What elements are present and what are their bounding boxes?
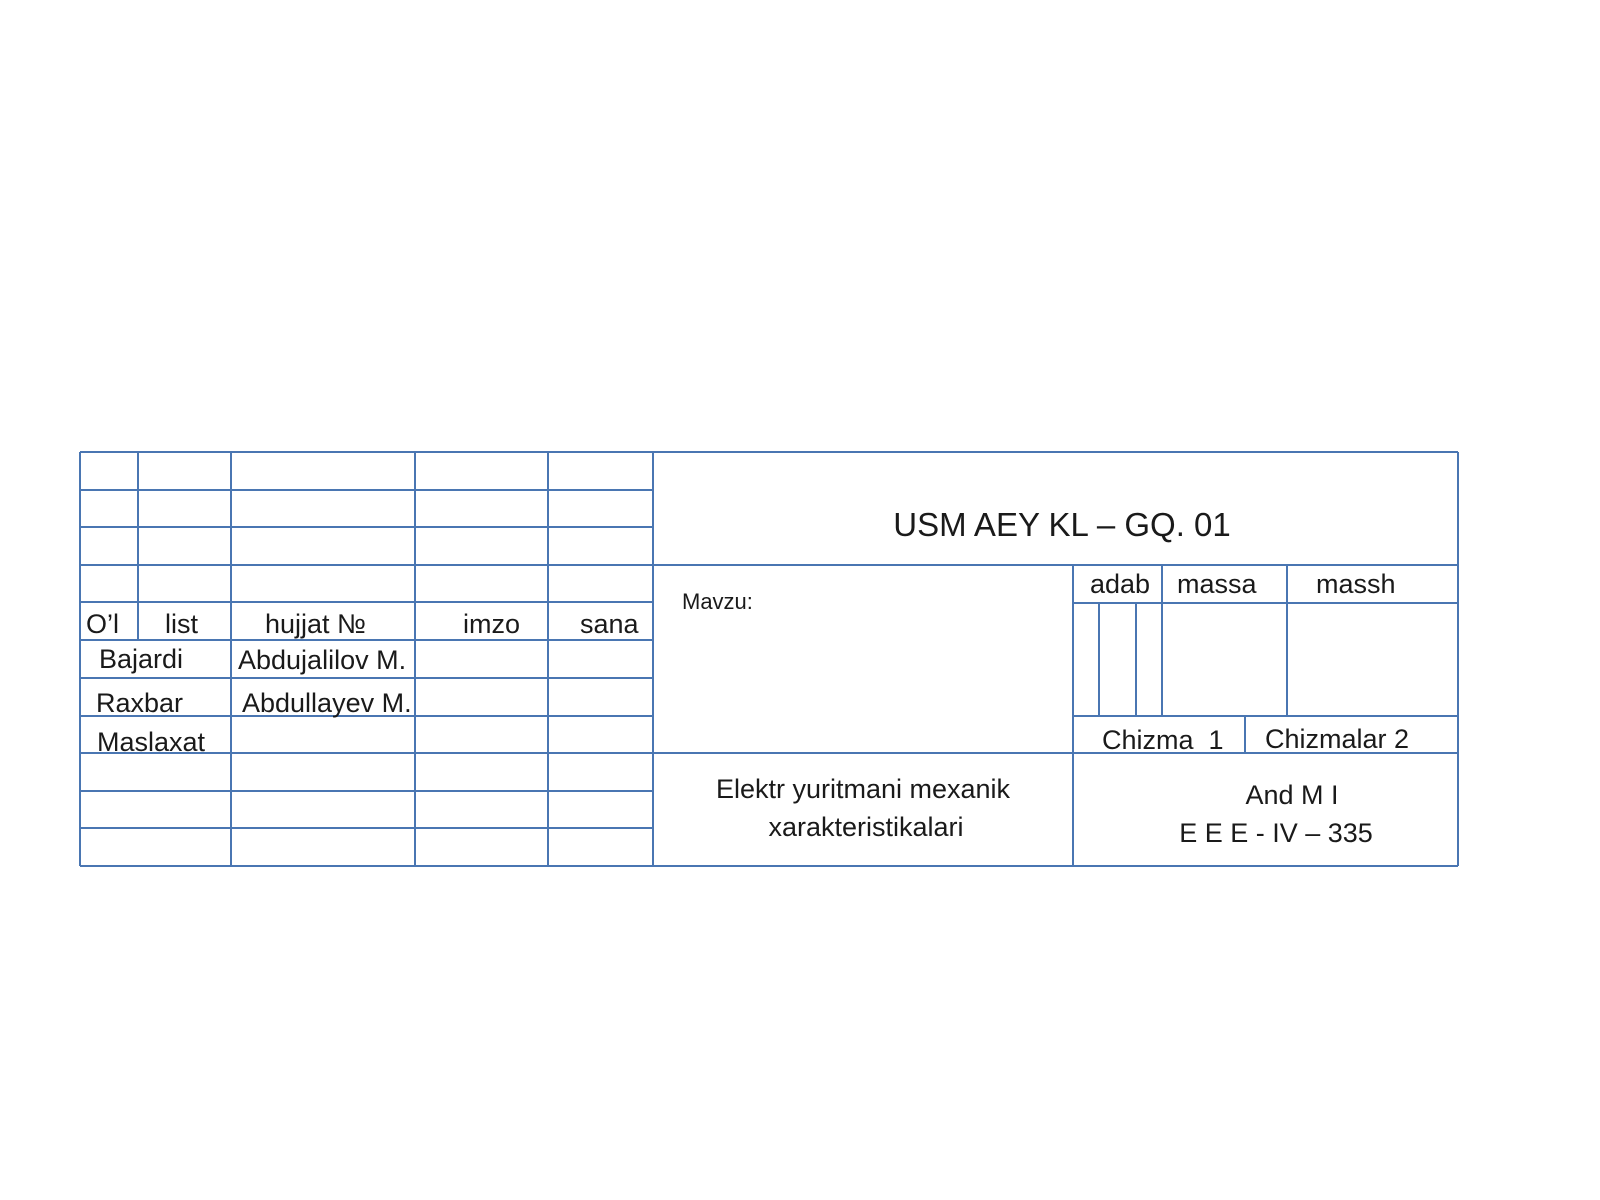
topic-line-1: Elektr yuritmani mexanik	[716, 774, 1011, 804]
title-block-grid	[79, 451, 1459, 867]
topic-line-2: xarakteristikalari	[768, 812, 963, 842]
header-signature: imzo	[463, 609, 520, 639]
signature-name-supervisor: Abdullayev M.	[242, 688, 412, 718]
signature-role-supervisor: Raxbar	[96, 688, 183, 718]
topic-label: Mavzu:	[682, 589, 753, 614]
sheet-count: Chizmalar 2	[1265, 724, 1409, 754]
header-document-number: hujjat №	[265, 609, 366, 639]
organization-line-1: And M I	[1245, 780, 1338, 810]
drawing-code: USM AEY KL – GQ. 01	[893, 506, 1231, 543]
signature-role-performed: Bajardi	[99, 644, 183, 674]
organization-line-2: E E E - IV – 335	[1179, 818, 1373, 848]
signature-name-performed: Abdujalilov M.	[238, 645, 406, 675]
header-list: list	[165, 609, 198, 639]
stage-header: adab	[1090, 569, 1150, 599]
scale-header: massh	[1316, 569, 1396, 599]
sheet-number: Chizma 1	[1102, 725, 1224, 755]
signature-role-consultant: Maslaxat	[97, 727, 206, 757]
mass-header: massa	[1177, 569, 1258, 599]
header-ol: O’l	[86, 609, 119, 639]
header-date: sana	[580, 609, 640, 639]
